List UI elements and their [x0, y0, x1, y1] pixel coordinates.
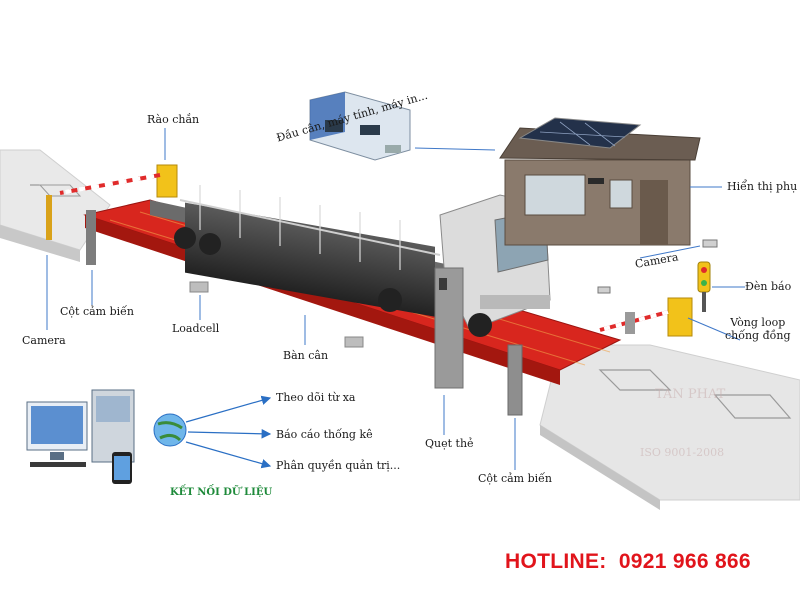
label-aux-display: Hiển thị phụ — [727, 180, 797, 193]
label-admin-rights: Phân quyền quản trị... — [276, 459, 400, 472]
hotline-text: HOTLINE: 0921 966 866 — [505, 550, 751, 574]
label-data-connect: KẾT NỐI DỮ LIỆU — [170, 487, 272, 498]
label-loadcell: Loadcell — [172, 322, 219, 335]
label-sensor-pole-left: Cột cảm biến — [60, 305, 134, 318]
card-reader-pole-icon — [435, 268, 463, 388]
globe-icon — [154, 414, 186, 446]
watermark-iso: ISO 9001-2008 — [640, 446, 724, 459]
approach-road-right — [540, 345, 800, 510]
watermark-brand: TAN PHAT — [655, 387, 725, 402]
data-arrows — [186, 398, 270, 466]
signal-light-icon — [698, 262, 710, 312]
label-loop: Vòng loop chống đồng — [725, 316, 791, 342]
label-barrier: Rào chắn — [147, 113, 199, 126]
label-signal-light: Đèn báo — [745, 280, 791, 293]
label-sensor-pole-bottom: Cột cảm biến — [478, 472, 552, 485]
label-reports: Báo cáo thống kê — [276, 428, 373, 441]
label-platform: Bàn cân — [283, 349, 328, 362]
label-remote-monitor: Theo dõi từ xa — [276, 391, 356, 404]
boom-barrier-right-icon — [600, 298, 692, 336]
label-card-reader: Quẹt thẻ — [425, 437, 474, 450]
label-camera-left: Camera — [22, 334, 66, 347]
sensor-pole-bottom-icon — [508, 345, 522, 415]
phone-icon — [112, 452, 132, 484]
guard-booth-icon — [500, 118, 700, 245]
